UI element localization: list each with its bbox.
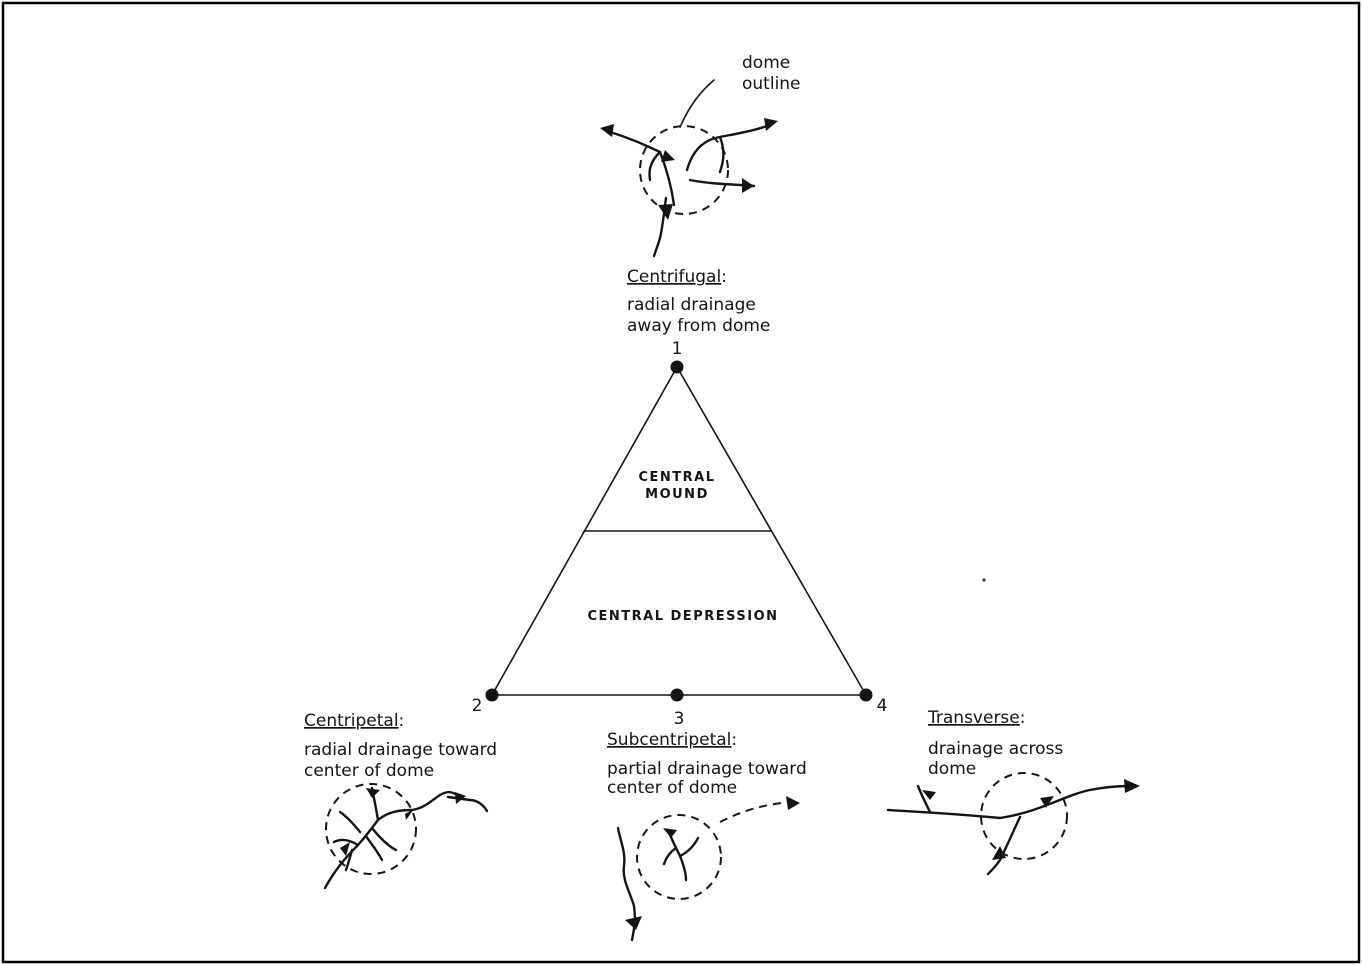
dome-outline-label-line2: outline <box>742 74 801 94</box>
centrifugal-title-colon: : <box>721 267 727 287</box>
centripetal-dome-circle <box>325 783 417 875</box>
vertex-dot-1 <box>670 360 684 374</box>
vertex-number-3: 3 <box>674 709 685 729</box>
region-central-mound-line2: MOUND <box>645 487 709 502</box>
vertex-number-4: 4 <box>877 696 888 716</box>
transverse-title: Transverse: <box>927 708 1025 728</box>
subcentripetal-sketch: Subcentripetal: partial drainage toward … <box>607 730 807 942</box>
centripetal-title: Centripetal: <box>304 711 404 731</box>
subcentripetal-title-colon: : <box>731 730 737 750</box>
vertex-dot-4 <box>859 688 873 702</box>
vertex-number-1: 1 <box>672 339 683 359</box>
scan-speck <box>982 578 986 582</box>
subcentripetal-dome-circle <box>636 814 722 900</box>
subcentripetal-desc-line2: center of dome <box>607 778 737 798</box>
centripetal-sketch: Centripetal: radial drainage toward cent… <box>304 711 497 890</box>
transverse-desc-line2: dome <box>928 759 976 779</box>
region-central-mound-line1: CENTRAL <box>638 470 715 485</box>
transverse-title-colon: : <box>1020 708 1026 728</box>
vertex-dot-2 <box>485 688 499 702</box>
transverse-title-text: Transverse <box>927 708 1020 728</box>
centripetal-title-colon: : <box>399 711 405 731</box>
subcentripetal-desc-line1: partial drainage toward <box>607 759 807 779</box>
centrifugal-title: Centrifugal: <box>627 267 727 287</box>
subcentripetal-title: Subcentripetal: <box>607 730 737 750</box>
transverse-sketch: Transverse: drainage across dome <box>886 708 1140 876</box>
centripetal-title-text: Centripetal <box>304 711 399 731</box>
centripetal-desc-line2: center of dome <box>304 761 434 781</box>
transverse-desc-line1: drainage across <box>928 739 1063 759</box>
centrifugal-sketch: dome outline Centrifugal: radial drainag… <box>600 53 801 336</box>
centrifugal-desc-line1: radial drainage <box>627 295 756 315</box>
centrifugal-desc-line2: away from dome <box>627 316 770 336</box>
vertex-number-2: 2 <box>472 696 483 716</box>
vertex-dot-3 <box>670 688 684 702</box>
centripetal-desc-line1: radial drainage toward <box>304 740 497 760</box>
region-central-depression: CENTRAL DEPRESSION <box>587 609 778 624</box>
dome-outline-label-line1: dome <box>742 53 790 73</box>
classification-triangle: 1 2 3 4 CENTRAL MOUND CENTRAL DEPRESSION <box>472 339 888 729</box>
subcentripetal-title-text: Subcentripetal <box>607 730 731 750</box>
dome-outline-circle <box>639 125 729 215</box>
transverse-dome-circle <box>980 772 1068 860</box>
centrifugal-title-text: Centrifugal <box>627 267 721 287</box>
